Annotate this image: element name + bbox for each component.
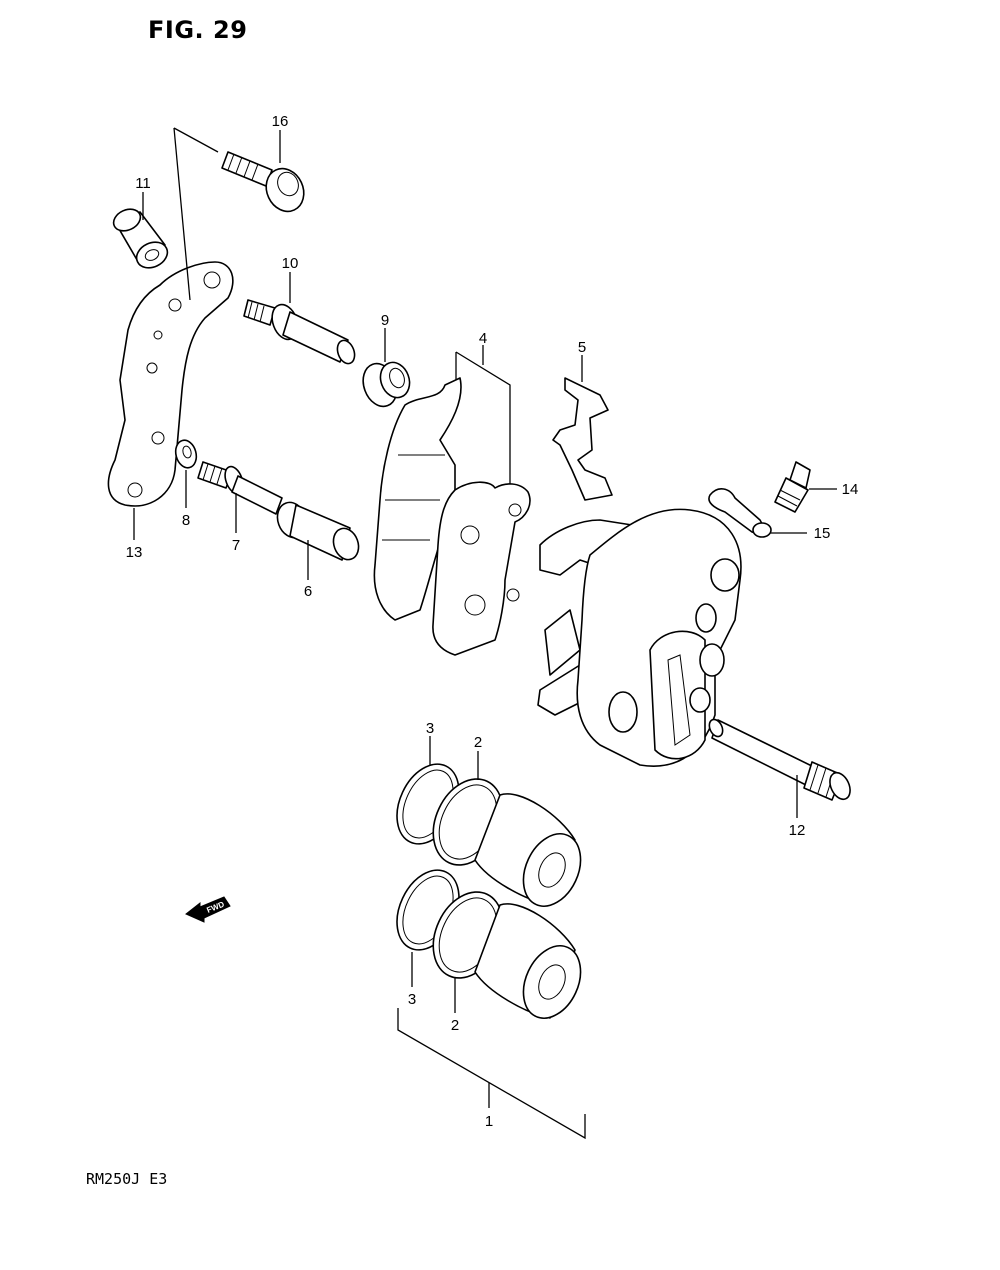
callout-2-lower: 2 — [451, 1017, 459, 1034]
piston-set-lower — [396, 869, 582, 1019]
callout-10: 10 — [282, 255, 299, 272]
callout-15: 15 — [814, 525, 831, 542]
callout-14: 14 — [842, 481, 859, 498]
callout-16: 16 — [272, 113, 289, 130]
callout-numbers: 1 2 2 3 3 4 5 6 7 8 9 10 11 12 13 14 15 … — [126, 113, 859, 1130]
fwd-arrow-icon: FWD — [185, 896, 231, 923]
leader-lines — [133, 130, 837, 1013]
callout-1: 1 — [485, 1113, 493, 1130]
bleeder-valve-part-14 — [774, 461, 811, 513]
callout-11: 11 — [135, 175, 151, 192]
callout-9: 9 — [381, 312, 389, 329]
group-bracket-part-1 — [397, 1008, 586, 1140]
pin-part-10 — [243, 299, 356, 365]
pad-spring-part-5 — [552, 377, 613, 501]
callout-12: 12 — [789, 822, 806, 839]
bleeder-cap-part-15 — [708, 488, 772, 538]
pin-part-6 — [276, 501, 360, 561]
callout-4: 4 — [479, 330, 487, 347]
figure-title: FIG. 29 — [148, 16, 248, 44]
callout-2-upper: 2 — [474, 734, 482, 751]
slide-pin-part-12 — [708, 718, 851, 801]
callout-13: 13 — [126, 544, 143, 561]
callout-7: 7 — [232, 537, 240, 554]
callout-6: 6 — [304, 583, 312, 600]
caliper-body — [537, 508, 742, 767]
callout-3-lower: 3 — [408, 991, 416, 1008]
callout-5: 5 — [578, 339, 586, 356]
bolt-part-16 — [221, 151, 305, 213]
washer-part-8 — [174, 439, 198, 469]
boot-part-9 — [362, 361, 411, 408]
callout-3-upper: 3 — [426, 720, 434, 737]
sleeve-part-11 — [112, 208, 169, 269]
piston-set-upper — [396, 763, 582, 907]
pin-bolt-part-7 — [197, 461, 283, 515]
bracket-part-13 — [107, 127, 234, 507]
model-code: RM250J E3 — [86, 1170, 168, 1188]
callout-8: 8 — [182, 512, 190, 529]
brake-pads-part-4 — [373, 351, 531, 656]
